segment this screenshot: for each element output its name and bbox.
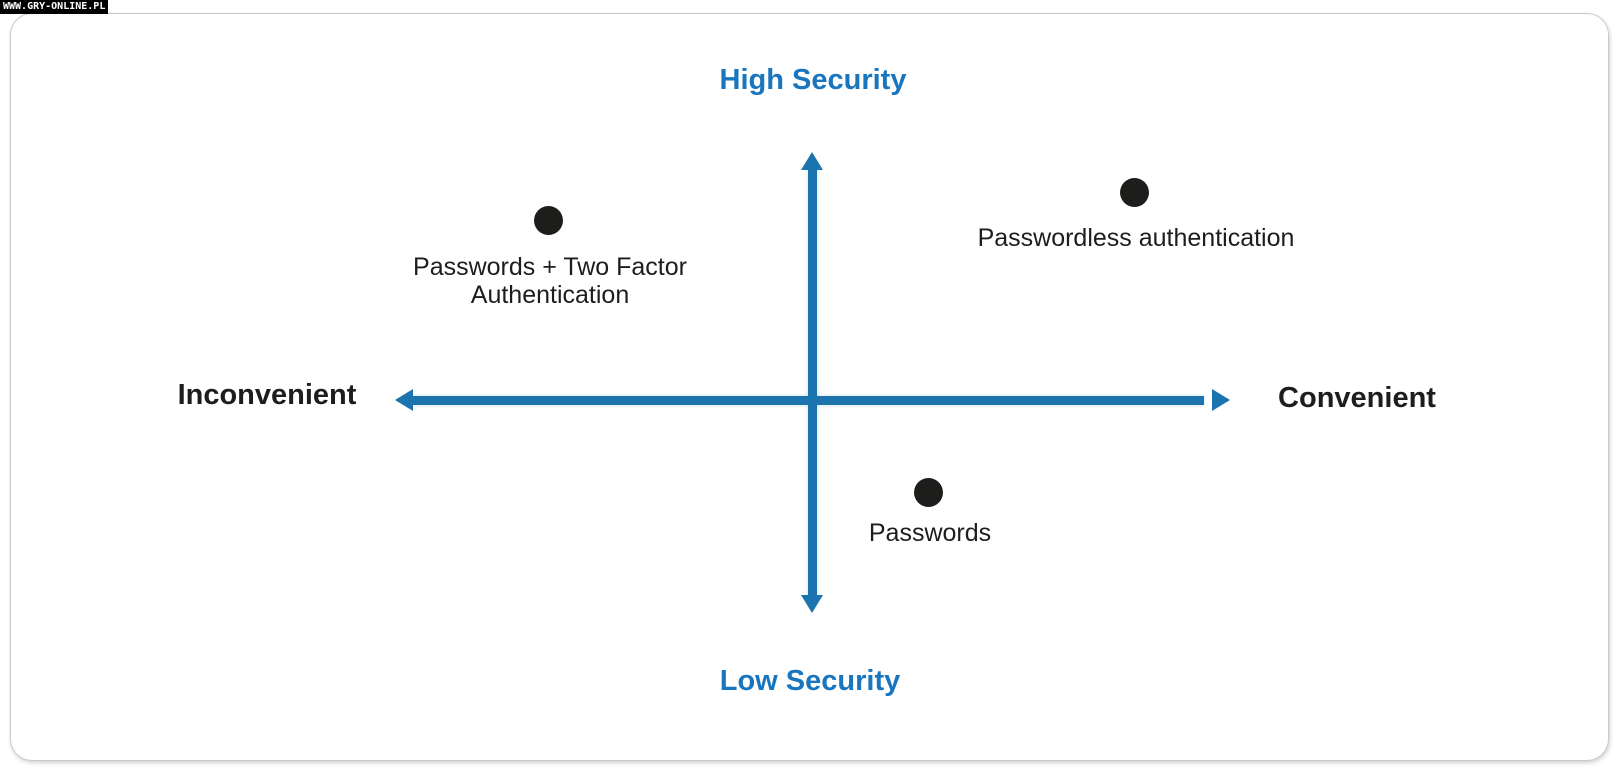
point-passwordless-label: Passwordless authentication	[977, 224, 1295, 252]
point-passwords-label: Passwords	[868, 519, 992, 547]
arrow-right-icon	[1212, 389, 1230, 411]
horizontal-axis-line	[410, 396, 1204, 405]
point-passwords-dot	[914, 478, 943, 507]
arrow-left-icon	[395, 389, 413, 411]
vertical-axis-line	[808, 167, 817, 598]
watermark-badge: WWW.GRY-ONLINE.PL	[0, 0, 109, 14]
axis-title-high-security: High Security	[719, 64, 907, 96]
axis-title-low-security: Low Security	[719, 665, 901, 697]
axis-title-inconvenient: Inconvenient	[177, 379, 357, 411]
axis-title-convenient: Convenient	[1278, 382, 1436, 414]
arrow-down-icon	[801, 595, 823, 613]
point-two-factor-label: Passwords + Two Factor Authentication	[413, 253, 687, 309]
arrow-up-icon	[801, 152, 823, 170]
point-passwordless-dot	[1120, 178, 1149, 207]
point-two-factor-dot	[534, 206, 563, 235]
